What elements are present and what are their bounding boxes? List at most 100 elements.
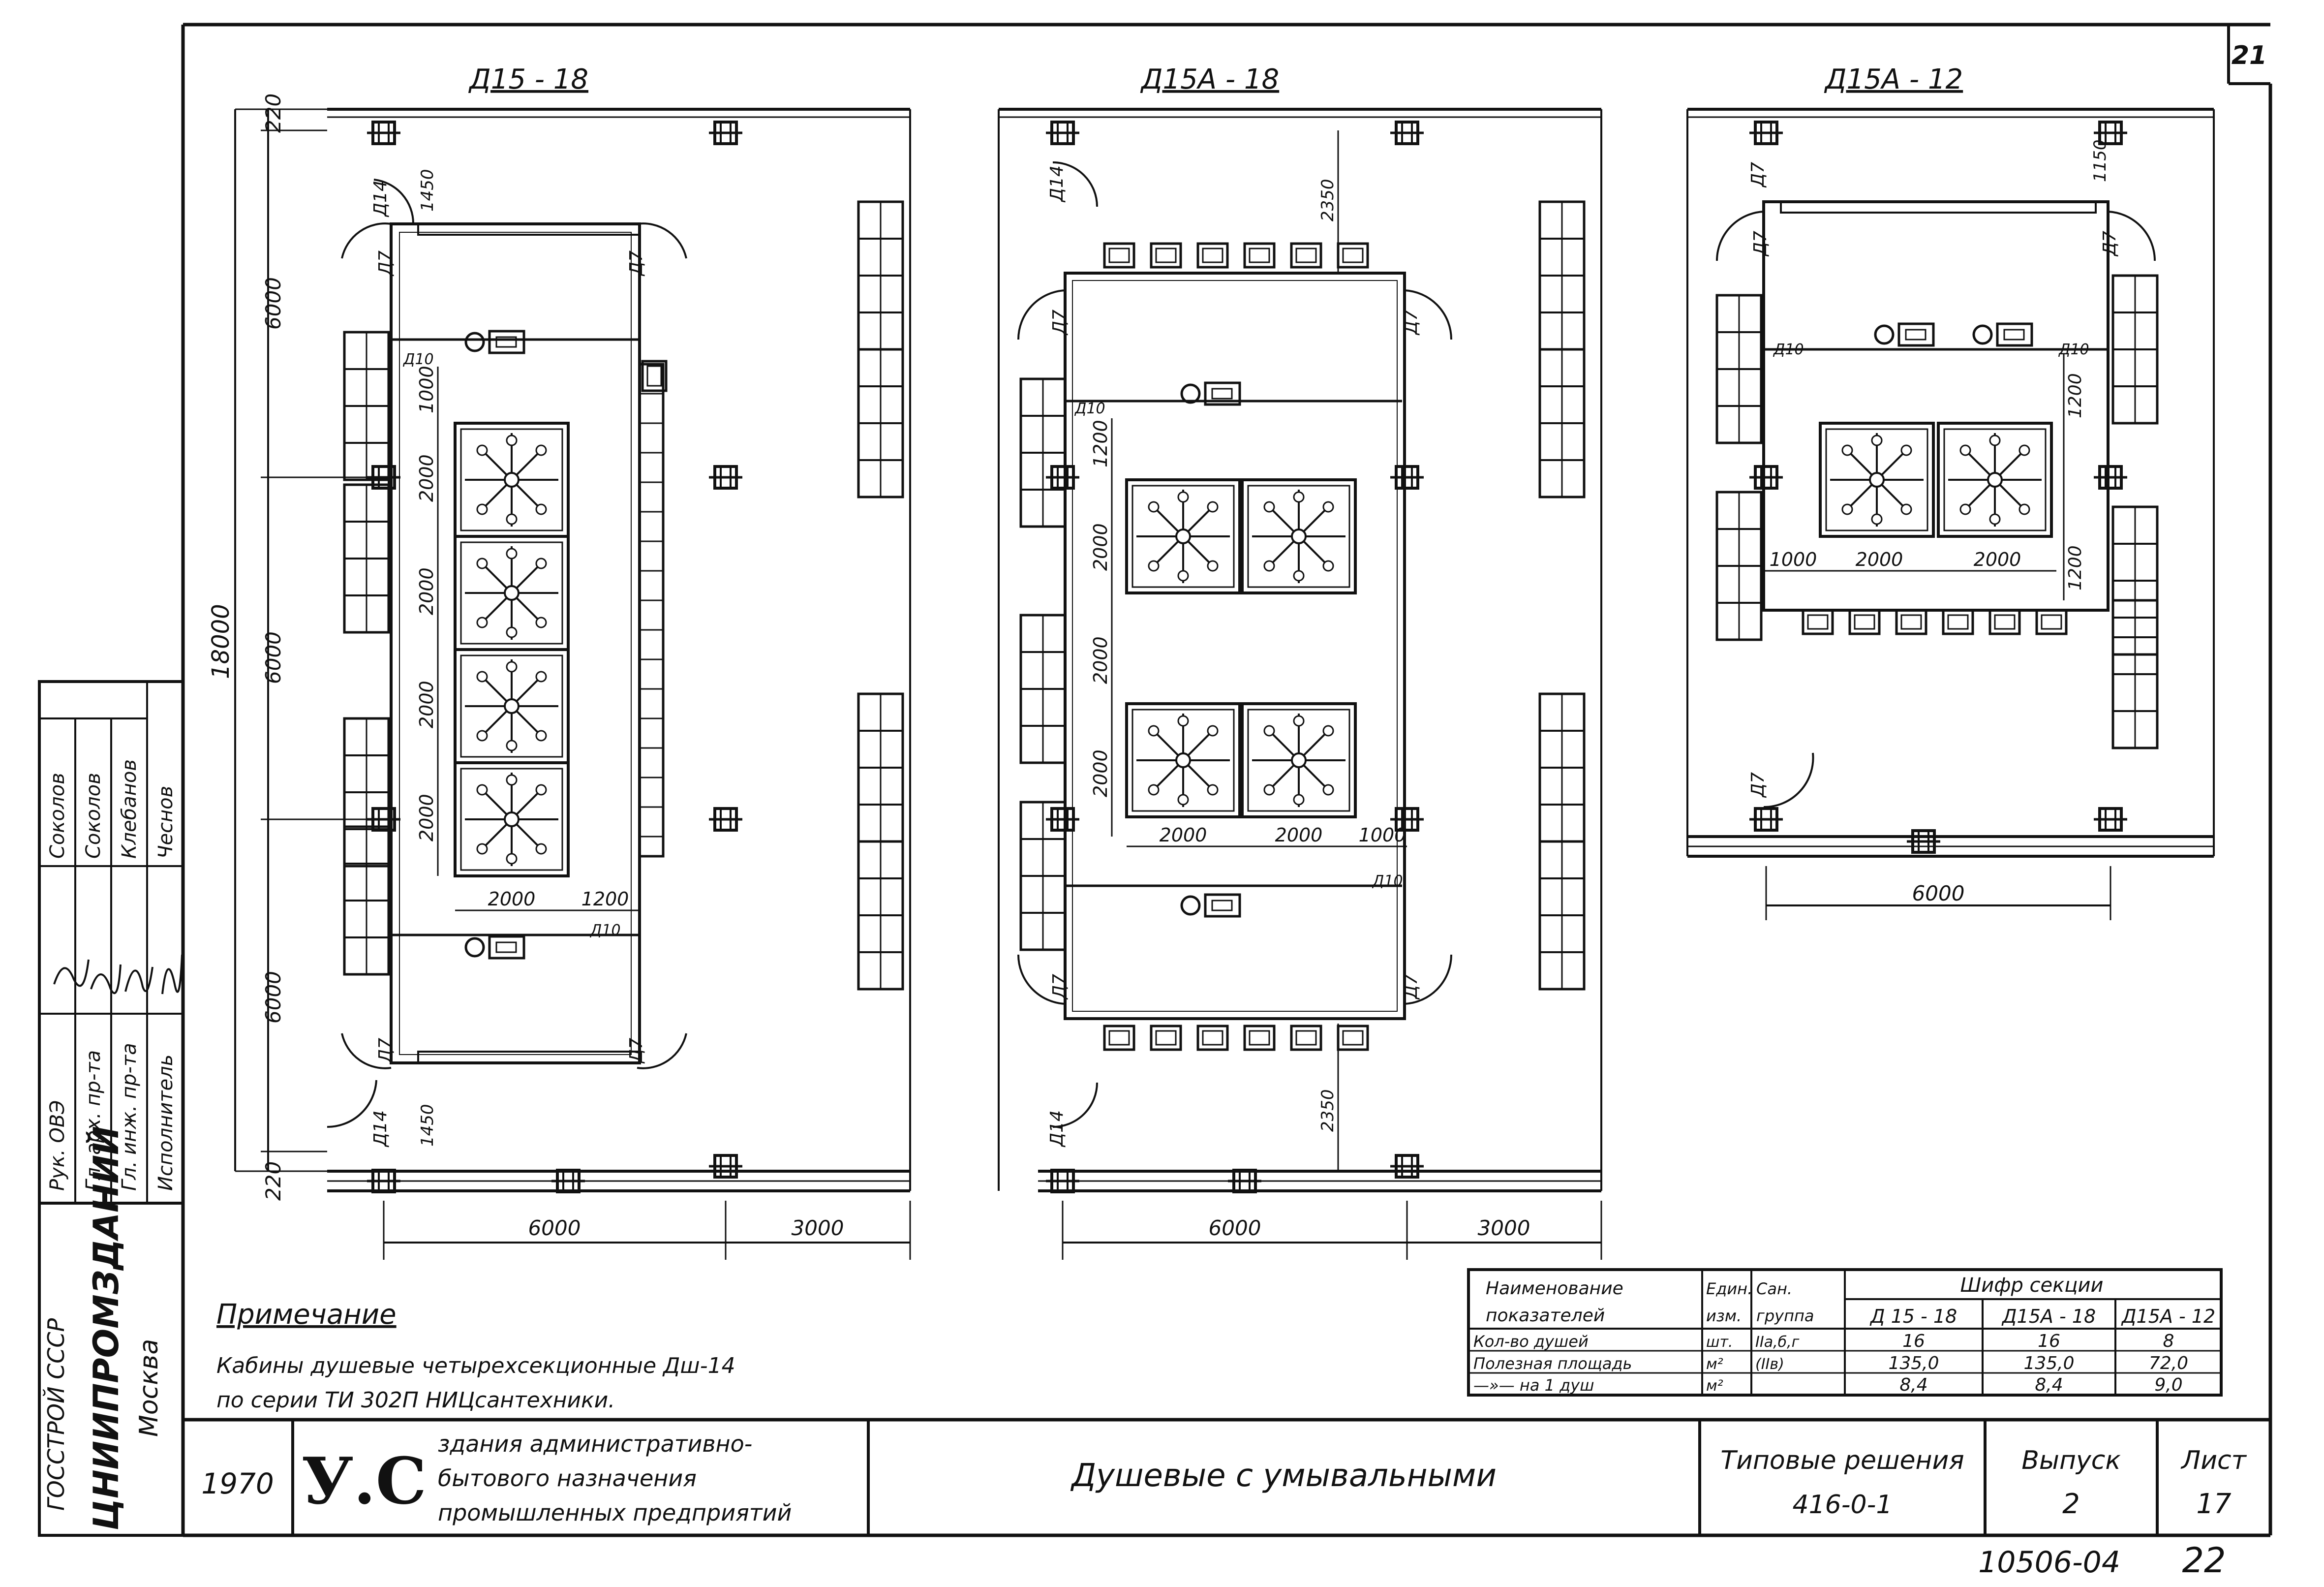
dim-p3-small-1: 1150 <box>2090 139 2110 182</box>
dim-p3-inner-5: 1200 <box>2065 545 2085 591</box>
dim-p3-inner-4: 1200 <box>2065 373 2085 418</box>
table-row3-v1: 8,4 <box>1899 1375 1927 1395</box>
approval-name-3: Клебанов <box>118 759 141 859</box>
table-row3-name: —»— на 1 душ <box>1473 1376 1594 1395</box>
door-p1-5: Д10 <box>589 922 621 939</box>
table-header-group-1: Сан. <box>1756 1279 1792 1298</box>
approval-name-4: Чеснов <box>154 786 177 859</box>
table-row1-v1: 16 <box>1902 1331 1925 1351</box>
dim-p1-small-1: 1450 <box>418 169 437 212</box>
approval-role-4: Исполнитель <box>154 1055 177 1191</box>
dim-p2-small-2: 2350 <box>1318 1089 1338 1132</box>
approval-name-1: Соколов <box>46 773 69 859</box>
dim-p2-inner-5: 2000 <box>1160 824 1207 846</box>
org-line3: Москва <box>134 1339 164 1437</box>
table-row2-unit: м² <box>1706 1356 1723 1373</box>
footer-page: 22 <box>2182 1540 2226 1581</box>
door-p3-5: Д10 <box>2058 341 2089 358</box>
note-line1: Кабины душевые четырехсекционные Дш-14 <box>216 1353 735 1378</box>
door-p3-1: Д7 <box>1748 162 1768 188</box>
table-col-1: Д 15 - 18 <box>1869 1306 1957 1327</box>
dim-p2-small-1: 2350 <box>1318 179 1338 221</box>
table-row2-v3: 72,0 <box>2149 1353 2188 1373</box>
table-header-unit-1: Един. <box>1706 1279 1752 1298</box>
door-p3-6: Д7 <box>1748 772 1768 798</box>
dim-p1-inner-3: 2000 <box>416 567 437 615</box>
title-logo: У.С <box>302 1443 427 1519</box>
section-title-2: Д15А - 18 <box>1140 63 1279 95</box>
series-label: Типовые решения <box>1720 1446 1964 1475</box>
approval-name-2: Соколов <box>82 773 105 859</box>
door-p1-8: Д14 <box>370 1110 391 1148</box>
door-p1-7: Д7 <box>626 1038 646 1064</box>
approval-role-1: Рук. ОВЭ <box>46 1100 69 1191</box>
note-heading: Примечание <box>216 1299 397 1331</box>
dim-p2-inner-2: 2000 <box>1090 523 1111 571</box>
door-p2-7: Д7 <box>1401 974 1421 1000</box>
door-p3-3: Д7 <box>2100 231 2120 257</box>
dim-p1-6000-b: 6000 <box>261 631 285 684</box>
approval-role-3: Гл. инж. пр-та <box>118 1043 141 1191</box>
door-p2-6: Д7 <box>1049 974 1070 1000</box>
door-p2-2: Д7 <box>1049 310 1070 336</box>
dim-p2-inner-1: 1200 <box>1090 420 1111 467</box>
dim-p2-inner-4: 2000 <box>1090 749 1111 797</box>
door-p2-8: Д14 <box>1047 1110 1067 1148</box>
dim-p1-6000-a: 6000 <box>261 277 285 330</box>
table-row2-v1: 135,0 <box>1888 1353 1939 1373</box>
series-code: 416-0-1 <box>1793 1490 1893 1520</box>
table-header-unit-2: изм. <box>1706 1307 1742 1325</box>
section-title-3: Д15А - 12 <box>1824 63 1963 95</box>
title-subject-3: промышленных предприятий <box>438 1499 792 1526</box>
title-year: 1970 <box>201 1467 274 1500</box>
dim-p3-bottom-1: 6000 <box>1912 881 1965 905</box>
door-p2-1: Д14 <box>1047 165 1067 203</box>
title-subject-2: бытового назначения <box>438 1465 697 1492</box>
dim-p3-inner-2: 2000 <box>1856 549 1903 570</box>
dim-p2-inner-6: 2000 <box>1275 824 1323 846</box>
door-p1-3: Д7 <box>626 250 646 277</box>
dim-p1-inner-7: 1200 <box>581 888 629 910</box>
dim-p3-inner-1: 1000 <box>1770 549 1817 570</box>
dim-p2-inner-3: 2000 <box>1090 636 1111 684</box>
dim-p2-bottom-1: 6000 <box>1209 1216 1261 1240</box>
table-col-3: Д15А - 12 <box>2121 1306 2215 1327</box>
table-row2-name: Полезная площадь <box>1473 1354 1632 1373</box>
sheet-frame <box>181 23 2272 1537</box>
dim-p1-inner-2: 2000 <box>416 454 437 502</box>
plan-d15a-18 <box>998 108 1602 1260</box>
title-block <box>291 1420 2159 1535</box>
drawing-title: Душевые с умывальными <box>1070 1458 1497 1494</box>
dim-p1-inner-1: 1000 <box>416 366 437 413</box>
plan-d15a-12 <box>1686 108 2215 920</box>
door-p2-5: Д10 <box>1372 872 1403 890</box>
dim-p1-inner-5: 2000 <box>416 794 437 841</box>
table-row1-v2: 16 <box>2038 1331 2060 1351</box>
dim-p1-bottom-1: 6000 <box>528 1216 581 1240</box>
table-header-code: Шифр секции <box>1960 1274 2103 1297</box>
dim-p1-bottom-2: 3000 <box>792 1216 844 1240</box>
door-p1-2: Д7 <box>375 250 396 277</box>
table-row1-name: Кол-во душей <box>1473 1332 1589 1351</box>
dim-p2-bottom-2: 3000 <box>1478 1216 1530 1240</box>
table-header-name-2: показателей <box>1486 1306 1605 1326</box>
indicators-table <box>1467 1268 2223 1397</box>
dim-p3-inner-3: 2000 <box>1974 549 2021 570</box>
table-row2-group: (IIв) <box>1755 1356 1784 1373</box>
sheet-value: 17 <box>2196 1488 2232 1520</box>
table-row1-v3: 8 <box>2163 1331 2174 1351</box>
approval-role-2: Гл. арх. пр-та <box>82 1050 105 1191</box>
dim-p2-inner-7: 1000 <box>1359 824 1407 846</box>
dim-p1-220-top: 220 <box>261 93 285 133</box>
table-row1-unit: шт. <box>1706 1334 1733 1351</box>
door-p1-4: Д10 <box>402 351 434 368</box>
footer-code: 10506-04 <box>1978 1545 2120 1580</box>
section-title-1: Д15 - 18 <box>468 63 588 95</box>
table-col-2: Д15А - 18 <box>2001 1306 2096 1327</box>
door-p1-6: Д7 <box>375 1038 396 1064</box>
table-header-name-1: Наименование <box>1486 1278 1623 1299</box>
note-line2: по серии ТИ 302П НИЦсантехники. <box>216 1388 615 1413</box>
door-p1-1: Д14 <box>370 180 391 218</box>
title-subject-1: здания административно- <box>438 1431 752 1457</box>
sheet-corner-number: 21 <box>2232 41 2267 70</box>
